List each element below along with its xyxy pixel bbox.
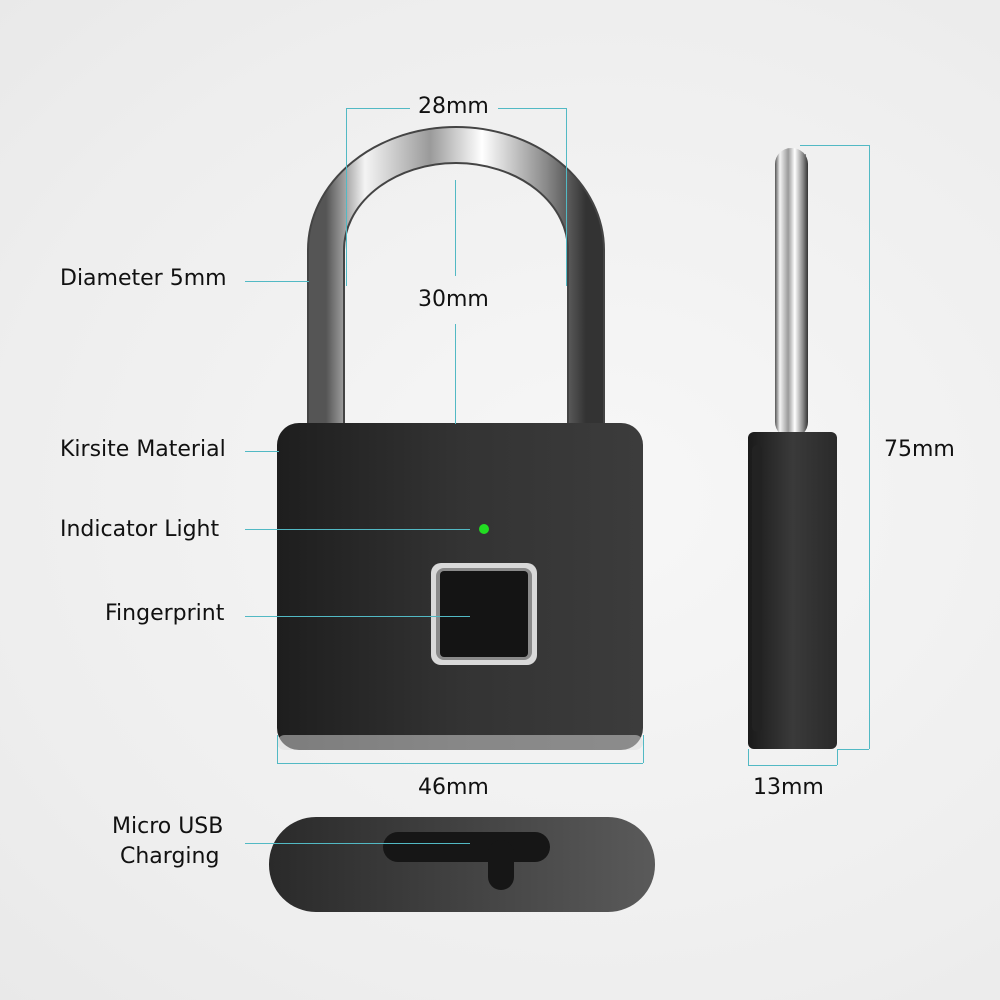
dim-line-13-leftcap [748,749,749,765]
callout-indicator: Indicator Light [60,517,220,542]
dim-shackle-height: 30mm [418,287,489,312]
dim-line-75-top [800,145,869,146]
indicator-led [479,524,489,534]
leader-indicator [245,529,470,530]
leader-material [245,451,279,452]
dim-line-46-rightcap [643,735,644,763]
dim-line-30-bottom [455,324,456,424]
dim-line-75 [869,145,870,749]
fingerprint-sensor [440,571,528,657]
dim-line-46-leftcap [277,735,278,763]
dim-total-height: 75mm [884,437,955,462]
dim-line-13-rightcap [837,749,838,765]
leader-usb [245,843,470,844]
side-shackle [775,148,808,438]
dim-shackle-width: 28mm [418,94,489,119]
dim-line-28-rightcap [566,108,567,286]
dim-line-30-top [455,180,456,276]
dim-line-46 [277,763,643,764]
side-body [748,432,837,749]
dim-line-28-right [498,108,566,109]
callout-fingerprint: Fingerprint [105,601,225,626]
dim-thickness: 13mm [753,775,824,800]
usb-port [488,840,514,890]
callout-material: Kirsite Material [60,437,226,462]
callout-diameter: Diameter 5mm [60,266,227,291]
callout-usb-line2: Charging [120,844,220,869]
dim-line-75-bottom [837,749,869,750]
callout-usb-line1: Micro USB [112,814,224,839]
dim-line-28-leftcap [346,108,347,286]
leader-fingerprint [245,616,470,617]
leader-diameter [245,281,309,282]
dim-body-width: 46mm [418,775,489,800]
dim-line-28-left [346,108,410,109]
front-shackle [307,126,605,425]
usb-bottom-view [269,817,655,912]
dim-line-13 [748,765,837,766]
